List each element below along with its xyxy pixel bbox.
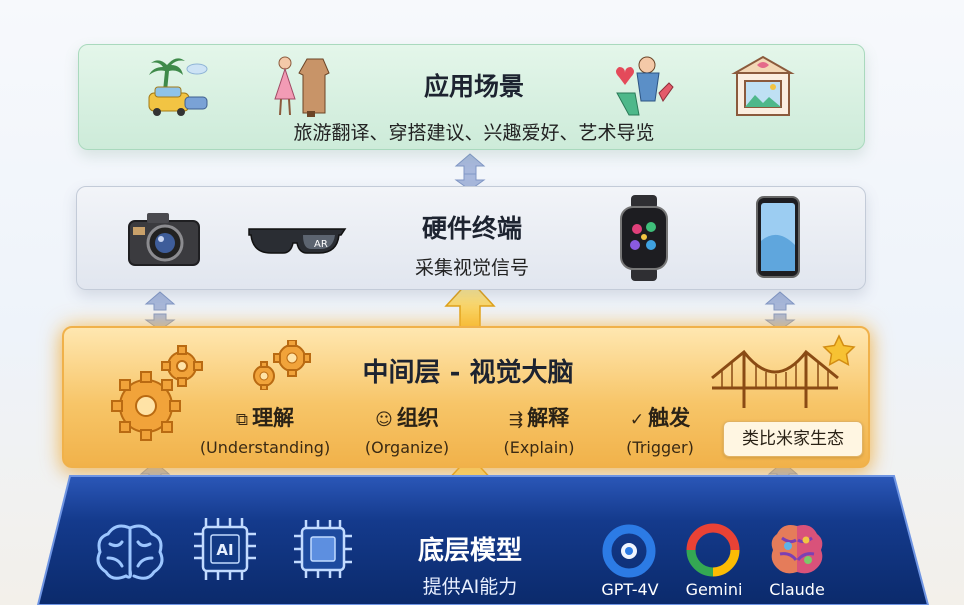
gears-icon bbox=[111, 345, 203, 441]
function-understanding: ⧉理解 (Understanding) bbox=[190, 402, 340, 457]
bridge-icon bbox=[711, 349, 839, 408]
model-label-gpt4v: GPT-4V bbox=[601, 580, 659, 599]
function-en: (Organize) bbox=[364, 438, 450, 457]
function-name: 理解 bbox=[252, 406, 295, 430]
smartwatch-icon bbox=[620, 195, 668, 281]
application-layer: 应用场景 旅游翻译、穿搭建议、兴趣爱好、艺术导览 bbox=[78, 44, 865, 150]
explain-icon: ⇶ bbox=[508, 410, 524, 430]
ai-chip-icon: AI bbox=[194, 518, 256, 580]
claude-logo-icon bbox=[771, 525, 823, 574]
hobby-interest-icon bbox=[616, 56, 674, 116]
small-gears-icon bbox=[253, 340, 311, 390]
function-en: (Explain) bbox=[503, 438, 575, 457]
hardware-title: 硬件终端 bbox=[421, 214, 522, 243]
gemini-logo-icon bbox=[686, 523, 740, 577]
base-model-subtitle: 提供AI能力 bbox=[422, 576, 518, 598]
function-name: 触发 bbox=[648, 406, 691, 430]
application-subtitle: 旅游翻译、穿搭建议、兴趣爱好、艺术导览 bbox=[293, 122, 655, 144]
function-trigger: ✓触发 (Trigger) bbox=[610, 402, 710, 457]
travel-car-icon bbox=[148, 58, 208, 116]
chip-label: AI bbox=[216, 541, 233, 559]
function-en: (Trigger) bbox=[626, 438, 694, 457]
function-name: 组织 bbox=[396, 406, 439, 430]
function-en: (Understanding) bbox=[199, 438, 331, 457]
base-model-layer: AI 底层模型 提供AI能力 GPT-4V Gemini Claude bbox=[0, 474, 964, 605]
function-organize: ☺组织 (Organize) bbox=[352, 402, 462, 457]
hardware-subtitle: 采集视觉信号 bbox=[414, 257, 529, 279]
understanding-icon: ⧉ bbox=[235, 410, 249, 430]
model-label-gemini: Gemini bbox=[685, 580, 743, 599]
star-icon bbox=[822, 334, 856, 366]
application-title: 应用场景 bbox=[423, 72, 524, 101]
processor-chip-icon bbox=[294, 520, 352, 578]
smartphone-icon bbox=[756, 196, 800, 278]
base-model-title: 底层模型 bbox=[417, 536, 522, 566]
art-gallery-icon bbox=[731, 55, 795, 116]
ecosystem-analogy-badge: 类比米家生态 bbox=[723, 421, 863, 457]
function-name: 解释 bbox=[527, 406, 570, 430]
brain-icon bbox=[96, 524, 164, 580]
function-explain: ⇶解释 (Explain) bbox=[484, 402, 594, 457]
ar-label: AR bbox=[314, 239, 328, 250]
camera-icon bbox=[128, 213, 200, 266]
hardware-layer: 硬件终端 采集视觉信号 AR bbox=[76, 186, 866, 290]
trigger-check-icon: ✓ bbox=[629, 410, 645, 430]
ar-glasses-icon: AR bbox=[248, 228, 347, 254]
middle-title: 中间层 - 视觉大脑 bbox=[362, 358, 574, 388]
organize-icon: ☺ bbox=[375, 410, 393, 430]
fashion-outfit-icon bbox=[274, 56, 330, 117]
model-label-claude: Claude bbox=[769, 580, 825, 599]
gpt-4v-logo-icon bbox=[602, 524, 656, 578]
